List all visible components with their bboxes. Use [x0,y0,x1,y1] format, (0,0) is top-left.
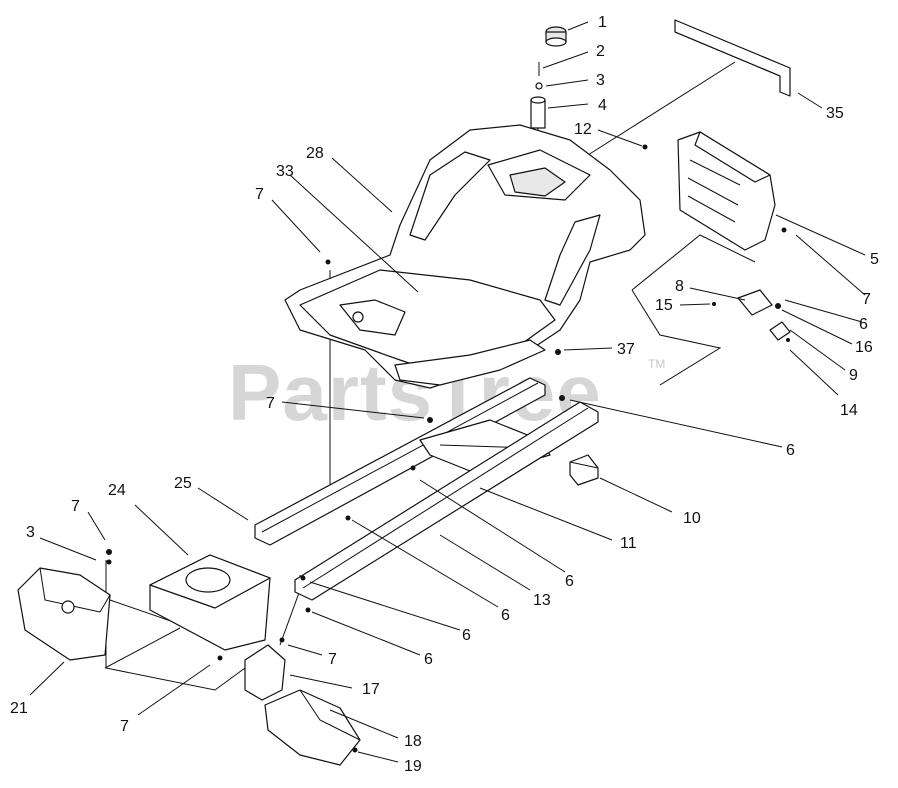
callout-5: 5 [870,251,879,268]
part-10-bracket [569,454,599,486]
part-3-washer [535,82,543,90]
callout-6: 6 [859,316,868,333]
callout-6: 6 [501,607,510,624]
callout-6: 6 [786,442,795,459]
callout-19: 19 [404,758,422,775]
part-4-spacer [530,99,546,129]
watermark-trademark: TM [648,357,665,371]
part-24-mount-plate [149,554,271,651]
callout-7: 7 [266,395,275,412]
callout-3: 3 [596,72,605,89]
part-9-clip [769,321,791,341]
part-17-bracket [244,644,286,701]
callout-21: 21 [10,700,28,717]
callout-37: 37 [617,341,635,358]
callout-11: 11 [620,535,637,552]
part-21-bracket [17,567,111,661]
callout-17: 17 [362,681,380,698]
leader-lines [29,21,866,763]
callout-7: 7 [862,291,871,308]
hardware [106,144,790,753]
callouts: 1 2 3 4 35 12 28 33 7 5 7 8 15 6 16 37 9… [10,14,879,775]
callout-25: 25 [174,475,192,492]
callout-7: 7 [120,718,129,735]
callout-7: 7 [255,186,264,203]
callout-15: 15 [655,297,673,314]
part-5-seat-bracket [677,131,776,251]
part-18-shield [264,689,361,766]
callout-7: 7 [71,498,80,515]
callout-1: 1 [598,14,607,31]
callout-6: 6 [424,651,433,668]
callout-6: 6 [462,627,471,644]
part-35-rail [674,19,791,97]
callout-7: 7 [328,651,337,668]
callout-13: 13 [533,592,551,609]
callout-18: 18 [404,733,422,750]
callout-10: 10 [683,510,701,527]
part-28-fender-deck [284,124,646,389]
callout-8: 8 [675,278,684,295]
callout-14: 14 [840,402,858,419]
callout-4: 4 [598,97,607,114]
callout-35: 35 [826,105,844,122]
callout-2: 2 [596,43,605,60]
callout-6: 6 [565,573,574,590]
part-8-bracket [737,289,773,316]
callout-3: 3 [26,524,35,541]
callout-28: 28 [306,145,324,162]
callout-16: 16 [855,339,873,356]
part-25-frame-rail [254,377,546,546]
callout-33: 33 [276,163,294,180]
callout-24: 24 [108,482,126,499]
callout-9: 9 [849,367,858,384]
callout-12: 12 [574,121,592,138]
